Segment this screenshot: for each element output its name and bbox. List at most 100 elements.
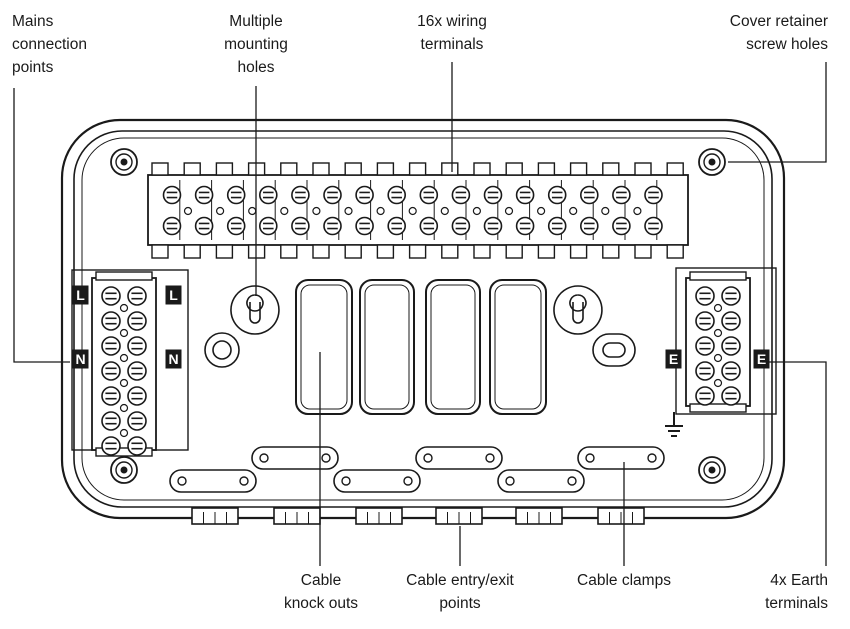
cable-entry-exit-points xyxy=(191,507,645,525)
terminal-screw xyxy=(644,185,663,205)
connector-screw xyxy=(721,336,741,356)
terminal-screw xyxy=(419,185,439,205)
clamp-screw xyxy=(585,453,595,463)
screw-hole-center xyxy=(120,158,128,166)
screw-hole-center xyxy=(708,158,716,166)
connector-link xyxy=(119,403,129,413)
terminal-screw xyxy=(258,216,278,236)
cable-clamp xyxy=(497,469,585,493)
terminal-screw xyxy=(612,185,631,205)
terminal-tab-top xyxy=(183,162,201,176)
knock-out-inner xyxy=(430,284,476,410)
connector-screw xyxy=(721,311,741,331)
terminal-tab-bottom xyxy=(602,244,620,259)
terminal-tab-bottom xyxy=(473,244,491,259)
marking-neutral-right-box xyxy=(165,349,182,369)
connector-screw xyxy=(127,336,147,356)
cable-clamp xyxy=(169,469,257,493)
connector-cap-top xyxy=(689,271,747,281)
connector-link xyxy=(713,303,723,313)
cable-clamps xyxy=(169,446,665,493)
leader-mains xyxy=(13,88,70,363)
cover-retainer-screw-holes xyxy=(110,148,726,484)
terminal-tab-top xyxy=(634,162,652,176)
label-cover-retainer-screw-holes: Cover retainer screw holes xyxy=(729,13,828,53)
connector-link xyxy=(119,303,129,313)
terminal-tab-bottom xyxy=(441,244,459,259)
connector-screw xyxy=(101,361,121,381)
connector-screw xyxy=(101,336,121,356)
terminal-link xyxy=(344,206,353,216)
terminal-tab-bottom xyxy=(408,244,427,259)
marking-earth-right: E xyxy=(757,351,766,367)
clamp-screw xyxy=(423,453,433,463)
label-cable-knock-outs: Cable knock outs xyxy=(283,572,359,612)
marking-live-right-box xyxy=(165,285,182,305)
keyhole-slot-right xyxy=(569,294,587,324)
terminal-tab-top xyxy=(215,162,234,176)
clamp-screw xyxy=(177,476,187,486)
terminal-screw xyxy=(483,185,503,205)
keyhole-mounting-hole-right xyxy=(553,285,603,335)
connector-screw xyxy=(127,411,147,431)
connector-screw xyxy=(101,436,121,456)
clamp-screw xyxy=(485,453,495,463)
screw-hole-center xyxy=(708,466,716,474)
terminal-link xyxy=(183,206,193,216)
terminal-screw xyxy=(547,185,567,205)
terminal-screw xyxy=(419,216,439,236)
connector-screw xyxy=(127,286,147,306)
label-wiring-terminals: 16x wiring terminals xyxy=(417,13,487,53)
clamp-screw xyxy=(259,453,269,463)
clamp-screw xyxy=(341,476,351,486)
terminal-tab-top xyxy=(473,162,491,176)
terminal-screw xyxy=(323,216,342,236)
keyhole-slot-left xyxy=(246,294,264,324)
marking-neutral-left-box xyxy=(72,349,89,369)
connector-link xyxy=(119,353,129,363)
connector-screw xyxy=(695,286,715,306)
terminal-tab-bottom xyxy=(376,244,395,259)
terminal-screw xyxy=(483,216,503,236)
clamp-screw xyxy=(505,476,515,486)
terminal-tab-bottom xyxy=(151,244,169,259)
enclosure-inner xyxy=(73,130,773,508)
clamp-screw xyxy=(403,476,413,486)
earth-ground-icon xyxy=(665,412,683,437)
clamp-screw xyxy=(321,453,331,463)
terminal-screw xyxy=(291,216,310,236)
connector-screw xyxy=(695,336,715,356)
marking-live-left: L xyxy=(76,287,85,303)
knock-out-inner xyxy=(300,284,348,410)
terminal-tab-bottom xyxy=(569,244,588,259)
connector-link xyxy=(713,328,723,338)
terminal-screw xyxy=(226,216,246,236)
enclosure-outer xyxy=(60,118,786,520)
knock-out-inner xyxy=(494,284,542,410)
cable-knock-outs xyxy=(295,279,547,415)
terminal-link xyxy=(601,206,610,216)
terminal-tab-bottom xyxy=(537,244,556,259)
terminal-link xyxy=(248,206,257,216)
terminal-screw xyxy=(579,216,599,236)
connector-link xyxy=(713,353,723,363)
terminal-tab-top xyxy=(280,162,298,176)
terminal-tab-bottom xyxy=(215,244,234,259)
knock-out-inner xyxy=(364,284,410,410)
connector-screw xyxy=(101,286,121,306)
connector-cap-bottom xyxy=(689,403,747,413)
terminal-screw xyxy=(355,216,374,236)
connector-screw xyxy=(721,286,741,306)
terminal-tab-bottom xyxy=(666,244,684,259)
terminal-screw xyxy=(515,185,535,205)
earth-frame xyxy=(675,267,777,415)
connector-screw xyxy=(695,361,715,381)
terminal-tab-top xyxy=(151,162,169,176)
wiring-terminal-block xyxy=(147,162,689,259)
terminal-screw xyxy=(194,185,214,205)
terminal-screw xyxy=(387,216,407,236)
terminal-link xyxy=(408,206,417,216)
terminal-link xyxy=(472,206,481,216)
